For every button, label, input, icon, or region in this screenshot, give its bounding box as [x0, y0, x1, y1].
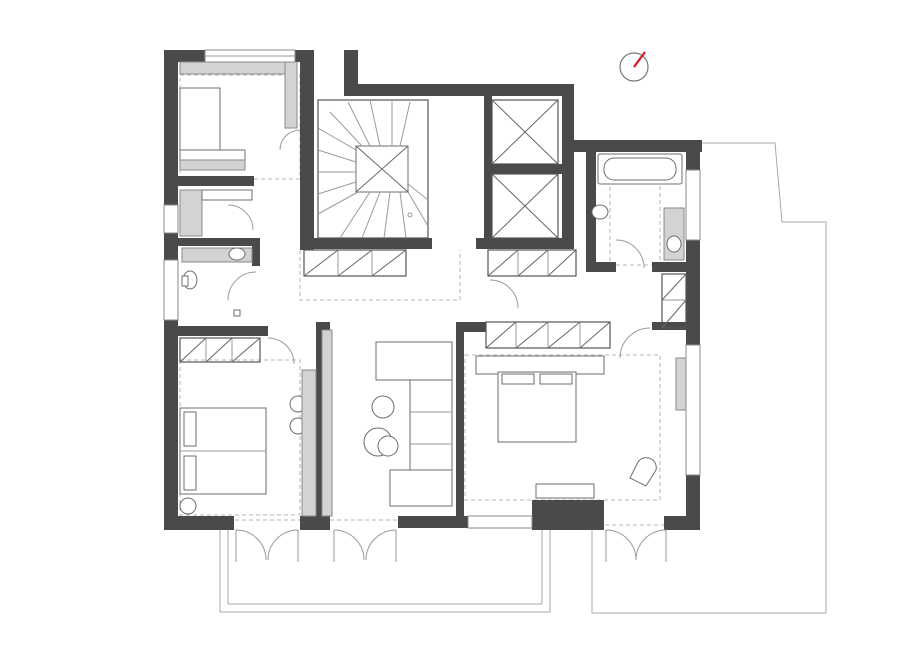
wall-bottom-mid-left [300, 516, 330, 530]
wall-bottom-right [664, 516, 700, 530]
shafts [484, 99, 562, 239]
wall-wc-top [164, 238, 260, 246]
wall-bedroom-top-bottom [164, 176, 254, 186]
wall-bottom-right-block [532, 500, 604, 530]
door-swing-bath [615, 239, 645, 269]
window-right-bath [685, 169, 701, 241]
wall-master-left [456, 322, 464, 528]
door-swing-wc [227, 271, 257, 301]
wall-master-top-left [456, 322, 486, 332]
door-balcony-3b [635, 529, 667, 562]
wall-bath-left [586, 140, 596, 270]
wardrobe-top [179, 61, 291, 75]
stair-frame [317, 99, 429, 239]
window-right-master [685, 344, 701, 476]
bathroom [591, 153, 685, 269]
pillow-1 [183, 411, 197, 447]
dressing-area [179, 189, 254, 237]
wall-wc-right [252, 238, 260, 266]
stair-start-mark [407, 212, 413, 218]
cabinet-right [487, 249, 577, 277]
bed-top [179, 87, 221, 161]
windows [163, 49, 701, 529]
wall-right-of-shafts [562, 84, 574, 249]
balcony-doors [235, 529, 667, 562]
wardrobe-side [284, 61, 298, 129]
bedroom-top [179, 61, 301, 171]
door-swing-top [279, 129, 301, 151]
terrace-outlines [219, 142, 827, 614]
bath-toilet [591, 204, 609, 220]
master-pillow-2 [539, 373, 573, 385]
wall-bottom-left [164, 516, 234, 530]
right-cabinet [661, 273, 687, 329]
wc-toilet-tank [181, 275, 189, 287]
wall-top-bath [562, 140, 702, 152]
wardrobe-left [179, 337, 261, 363]
door-swing-dressing [227, 204, 254, 231]
sofa-top [375, 341, 453, 381]
closet-shelf [201, 189, 253, 201]
bath-sink [666, 235, 682, 253]
hall-cabinets [303, 249, 577, 309]
window-left-2 [163, 259, 179, 321]
bench [535, 483, 595, 499]
bathtub-basin [603, 157, 677, 181]
wc [181, 247, 257, 317]
wall-stair-bottom [300, 238, 432, 249]
sofa-side [409, 379, 453, 477]
shelf-living [321, 329, 333, 517]
wall-wc-bottom [164, 326, 268, 336]
wall-shaft-bottom [476, 238, 574, 249]
door-swing-master [619, 327, 651, 359]
wc-drain [233, 309, 241, 317]
desk-bedroom-left [301, 369, 317, 517]
door-balcony-3a [605, 529, 637, 562]
door-balcony-1a [235, 529, 267, 562]
balcony-left [219, 528, 551, 613]
wall-master-top-right [652, 322, 700, 330]
wall-top-middle [344, 84, 574, 96]
hall-outline [299, 250, 461, 301]
cabinet-left [303, 249, 407, 277]
armchair [629, 457, 657, 487]
sofa-bottom [389, 469, 453, 507]
bathroom-outline [609, 179, 661, 266]
door-balcony-1b [267, 529, 299, 562]
window-left-1 [163, 204, 179, 234]
master-pillow-1 [501, 373, 535, 385]
nightstand-lamp [179, 497, 197, 515]
wall-bath-bottom-left [586, 262, 616, 272]
headboard [475, 355, 605, 375]
shaft-divider [484, 164, 562, 174]
window-bottom-master [467, 515, 533, 529]
master-desk [675, 357, 687, 411]
door-swing-bedroom-left [267, 337, 295, 365]
terrace-right [591, 142, 827, 614]
stair-steps [317, 99, 429, 239]
cabinet-right-vertical [661, 273, 687, 329]
stool-1 [371, 395, 395, 419]
desk-top [179, 159, 246, 171]
master-bedroom [475, 321, 687, 499]
wc-sink [228, 247, 246, 261]
closet-grey [179, 189, 203, 237]
living-area [363, 341, 453, 507]
door-swing-hall [489, 279, 519, 309]
stool-2 [377, 435, 399, 457]
wall-bath-bottom-right [652, 262, 700, 272]
wall-bottom-mid [398, 516, 468, 528]
north-arrow-icon [619, 51, 649, 82]
door-balcony-2a [333, 529, 365, 562]
pillow-2 [183, 455, 197, 491]
bedroom-left [179, 329, 333, 517]
bed-top-foot [179, 149, 246, 161]
door-balcony-2b [365, 529, 397, 562]
shaft-bottom [491, 173, 559, 239]
staircase [317, 99, 429, 239]
wall-stair-left [300, 50, 314, 250]
